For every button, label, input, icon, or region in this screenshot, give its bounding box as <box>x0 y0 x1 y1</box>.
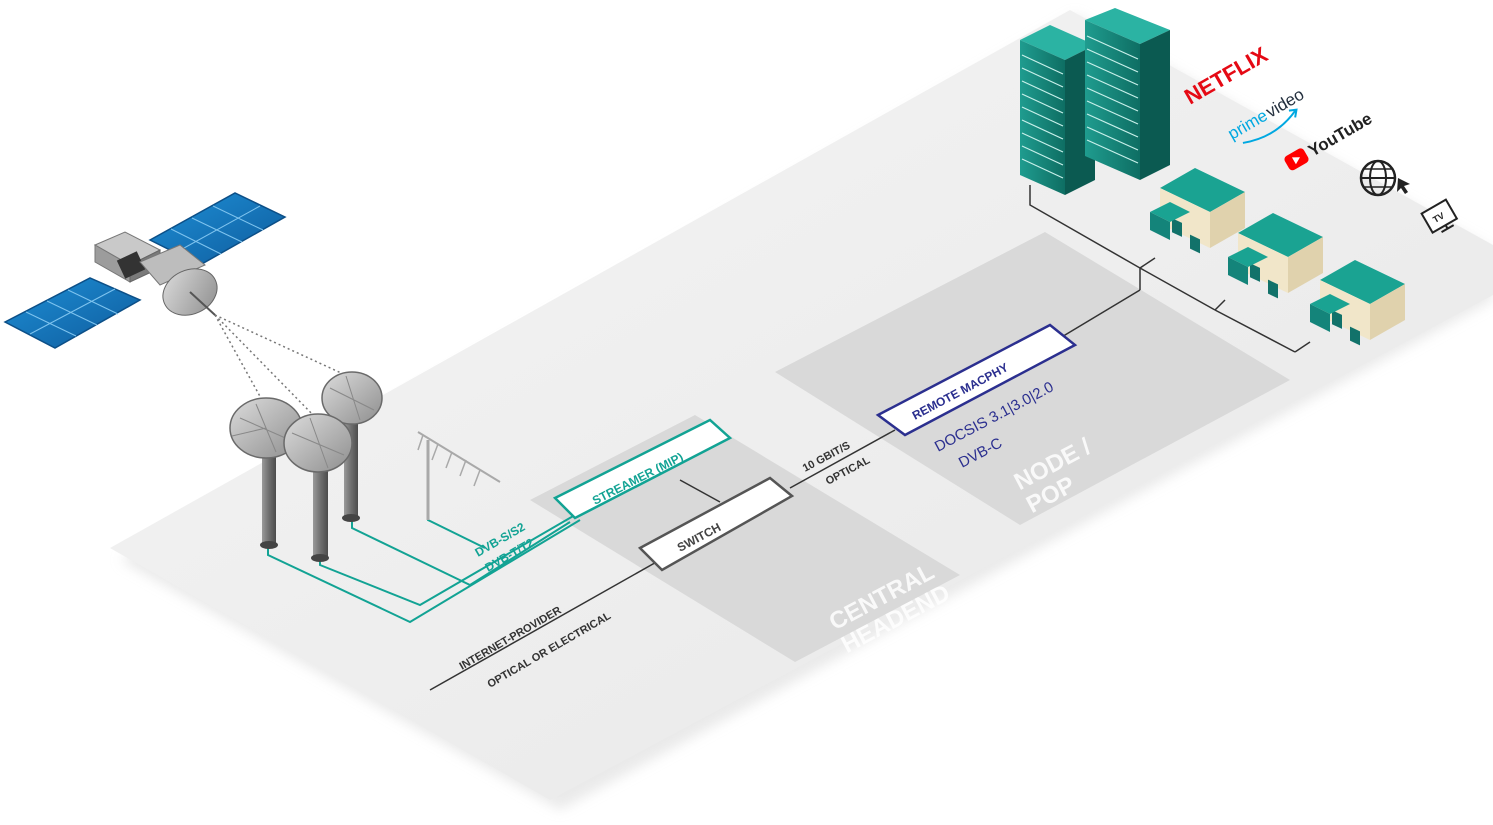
optical-link-line <box>789 429 896 489</box>
dish-antenna-3 <box>283 413 353 562</box>
streamer-switch-link <box>679 479 721 503</box>
server-tower-left <box>1020 25 1095 195</box>
satellite-beam <box>214 314 263 401</box>
dish-antenna-2 <box>321 371 383 522</box>
house-1 <box>1150 168 1245 254</box>
platform <box>110 10 1493 810</box>
tv-icon: TV <box>1420 198 1459 235</box>
home-distribution-lines <box>1029 185 1311 353</box>
internet-line <box>429 559 661 691</box>
terrestrial-antenna <box>417 431 501 520</box>
svg-text:video: video <box>1263 85 1308 122</box>
house-2 <box>1228 213 1323 299</box>
house-3 <box>1310 260 1405 346</box>
satellite <box>3 192 353 421</box>
satellite-dish <box>162 268 218 316</box>
satellite-body <box>93 231 206 286</box>
node-pop-zone <box>775 232 1290 525</box>
server-tower-right <box>1085 8 1170 180</box>
svg-text:YouTube: YouTube <box>1305 109 1375 161</box>
globe-cursor-icon <box>1359 159 1410 197</box>
svg-text:TV: TV <box>1431 210 1446 224</box>
solar-panel-left <box>3 277 142 349</box>
